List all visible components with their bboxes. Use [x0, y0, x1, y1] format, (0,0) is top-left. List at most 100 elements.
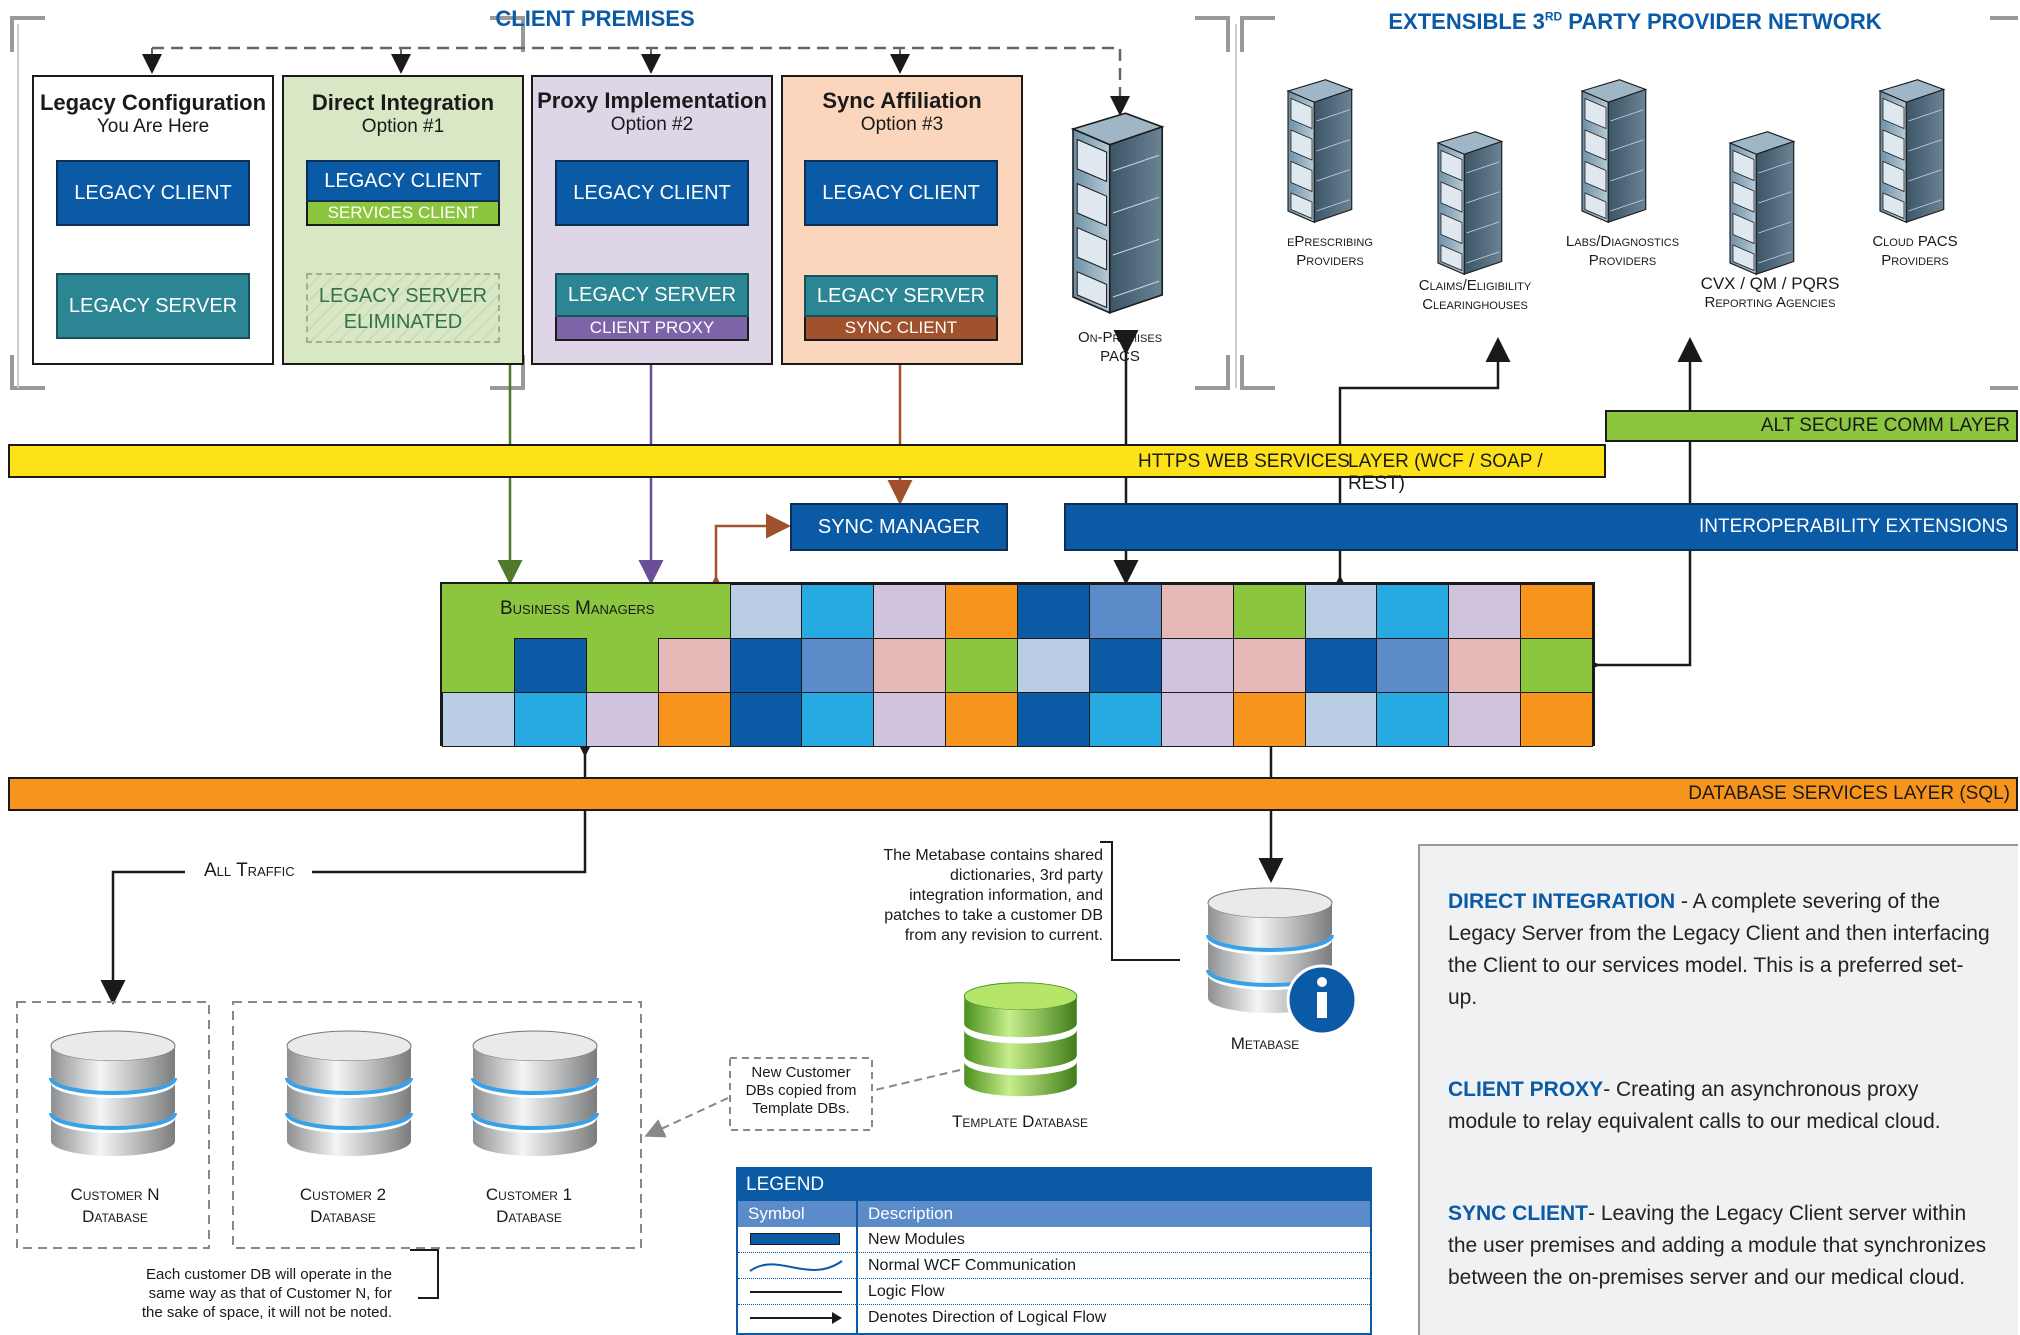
legend-row-text: Denotes Direction of Logical Flow: [868, 1309, 1107, 1326]
legacy-server-box: LEGACY SERVER: [555, 273, 749, 317]
arrow-right-icon: [750, 1312, 842, 1324]
note-line: The Metabase contains shared: [883, 847, 1103, 864]
grid-cell: [442, 692, 515, 747]
copy-note: New Customer DBs copied from Template DB…: [732, 1064, 870, 1118]
grid-cell: [1160, 692, 1234, 747]
description-title: SYNC CLIENT: [1448, 1202, 1589, 1225]
provider-caption: ePrescribing Providers: [1250, 232, 1410, 270]
option-subtitle: Option #1: [361, 116, 445, 137]
metabase-label: Metabase: [1230, 1034, 1300, 1053]
corner-brackets: [10, 16, 2018, 390]
provider-header-pre: EXTENSIBLE 3: [1388, 9, 1545, 34]
grid-cell: [513, 692, 587, 747]
grid-cell: [657, 692, 731, 747]
grid-cell: [1520, 584, 1593, 639]
provider-caption: Claims/Eligibility Clearinghouses: [1390, 276, 1560, 314]
grid-cell: [873, 584, 947, 639]
customer-2-label: Customer 2 Database: [258, 1184, 428, 1228]
provider-caption: Cloud PACS Providers: [1840, 232, 1990, 270]
legacy-client-box: LEGACY CLIENT: [555, 160, 749, 226]
note-line: from any revision to current.: [904, 927, 1103, 944]
legend: LEGEND Symbol Description New Modules No…: [736, 1167, 1372, 1335]
caption-line: Customer 2: [299, 1185, 387, 1204]
legend-header: Symbol Description: [738, 1201, 1370, 1227]
pacs-caption: On-Premises PACS: [1055, 328, 1185, 366]
client-proxy-bar: CLIENT PROXY: [555, 317, 749, 341]
legend-row: Normal WCF Communication: [738, 1253, 1370, 1279]
grid-cell: [945, 584, 1018, 639]
https-layer-label-a: HTTPS WEB SERVICES: [1138, 451, 1350, 472]
all-traffic-label: All Traffic: [200, 860, 299, 882]
legacy-server-box: LEGACY SERVER: [56, 273, 250, 339]
option-title: Proxy Implementation: [537, 88, 767, 113]
caption-line: Database: [496, 1207, 562, 1226]
option-subtitle: Option #2: [610, 114, 694, 135]
grid-cell: [1088, 638, 1162, 693]
caption-line: Providers: [1296, 252, 1364, 269]
grid-cell: [1160, 638, 1234, 693]
https-layer-label-b: LAYER (WCF / SOAP / REST): [1348, 451, 1543, 494]
legacy-server-eliminated: LEGACY SERVER ELIMINATED: [306, 273, 500, 343]
grid-cell: [729, 692, 803, 747]
legacy-client-box: LEGACY CLIENT: [56, 160, 250, 226]
grid-cell: [1017, 638, 1090, 693]
grid-cell: [1088, 692, 1162, 747]
alt-secure-comm-layer: ALT SECURE COMM LAYER: [1605, 410, 2018, 442]
sync-manager-box: SYNC MANAGER: [790, 503, 1008, 551]
metabase-note: The Metabase contains shared dictionarie…: [820, 846, 1103, 946]
business-managers-label: Business Managers: [500, 598, 655, 619]
note-line: integration information, and: [909, 887, 1103, 904]
option-title: Legacy Configuration: [39, 90, 267, 115]
caption-line: Claims/Eligibility: [1418, 277, 1532, 294]
customer-1-label: Customer 1 Database: [444, 1184, 614, 1228]
legend-title: LEGEND: [738, 1169, 1370, 1201]
caption-line: Customer N: [70, 1185, 160, 1204]
note-line: dictionaries, 3rd party: [950, 867, 1103, 884]
services-client-bar: SERVICES CLIENT: [306, 202, 500, 226]
caption-line: PACS: [1100, 348, 1140, 365]
description-client-proxy: CLIENT PROXY- Creating an asynchronous p…: [1448, 1074, 1992, 1138]
description-text: - A complete severing of the Legacy Serv…: [1448, 890, 1990, 1009]
description-text: - Leaving the Legacy Client server withi…: [1448, 1202, 1987, 1289]
caption-line: Clearinghouses: [1422, 296, 1528, 313]
note-line: same way as that of Customer N, for: [148, 1285, 392, 1302]
legend-row: Denotes Direction of Logical Flow: [738, 1305, 1370, 1331]
customer-note: Each customer DB will operate in the sam…: [80, 1265, 392, 1322]
customer-n-label: Customer N Database: [30, 1184, 200, 1228]
caption-line: CVX / QM / PQRS: [1700, 274, 1840, 293]
grid-cell: [873, 692, 947, 747]
grid-cell: [945, 638, 1018, 693]
provider-caption: Labs/Diagnostics Providers: [1540, 232, 1705, 270]
option-title: Direct Integration: [311, 90, 495, 115]
note-line: the sake of space, it will not be noted.: [141, 1304, 392, 1321]
option-title: Sync Affiliation: [822, 88, 982, 113]
grid-cell: [1520, 638, 1593, 693]
note-line: patches to take a customer DB: [884, 907, 1103, 924]
caption-line: Customer 1: [485, 1185, 573, 1204]
provider-caption: CVX / QM / PQRS Reporting Agencies: [1685, 274, 1855, 312]
legend-row: New Modules: [738, 1227, 1370, 1253]
customer-2-db-icon: [285, 1029, 413, 1158]
grid-cell: [1376, 692, 1450, 747]
caption-line: Cloud PACS: [1872, 233, 1958, 250]
caption-line: Providers: [1881, 252, 1949, 269]
grid-cell: [1448, 638, 1522, 693]
grid-cell: [1232, 584, 1306, 639]
https-web-services-layer: HTTPS WEB SERVICES LAYER (WCF / SOAP / R…: [8, 444, 1606, 494]
legend-row-text: Logic Flow: [868, 1283, 945, 1300]
info-icon: [1286, 964, 1358, 1036]
note-line: New Customer: [751, 1064, 851, 1081]
grid-cell: [945, 692, 1018, 747]
legend-col-desc: Description: [868, 1204, 954, 1223]
note-line: Each customer DB will operate in the: [146, 1266, 392, 1283]
caption-line: On-Premises: [1077, 329, 1163, 346]
grid-cell: [1232, 638, 1306, 693]
legacy-server-box: LEGACY SERVER: [804, 275, 998, 317]
description-sync-client: SYNC CLIENT- Leaving the Legacy Client s…: [1448, 1198, 1992, 1294]
description-direct-integration: DIRECT INTEGRATION - A complete severing…: [1448, 886, 1992, 1014]
note-line: DBs copied from: [745, 1082, 857, 1099]
description-panel: DIRECT INTEGRATION - A complete severing…: [1418, 844, 2018, 1335]
grid-cell: [1304, 692, 1378, 747]
new-modules-symbol: [750, 1233, 840, 1245]
